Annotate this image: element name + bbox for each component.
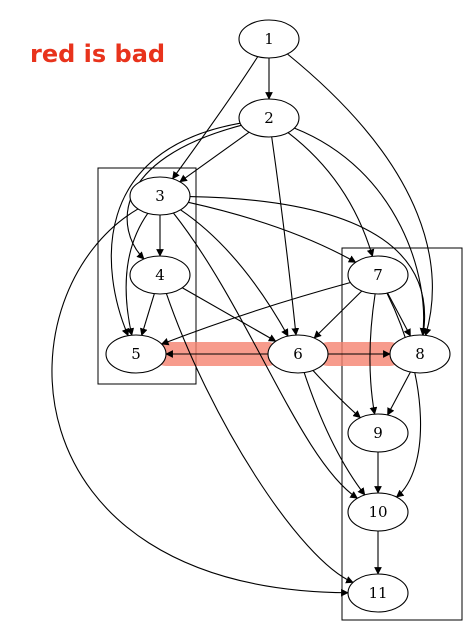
node-3-label: 3 xyxy=(155,187,165,205)
edge-3-5 xyxy=(125,213,149,336)
edge-3-6 xyxy=(180,209,289,337)
edge-3-7 xyxy=(188,201,357,263)
node-8-shape xyxy=(389,334,451,374)
node-11-label: 11 xyxy=(368,584,387,602)
edge-1-8 xyxy=(287,53,433,337)
edge-4-11 xyxy=(165,293,354,584)
node-7: 7 xyxy=(347,255,409,295)
node-2-label: 2 xyxy=(264,109,274,127)
node-4-label: 4 xyxy=(155,266,165,284)
node-8-label: 8 xyxy=(415,345,425,363)
edge-1-3 xyxy=(172,56,259,180)
nodes-layer: 1 2 3 4 5 6 7 8 9 10 11 xyxy=(105,19,451,613)
node-3-shape xyxy=(129,176,191,216)
edges-layer xyxy=(51,53,433,597)
edge-6-10 xyxy=(303,372,366,496)
node-3: 3 xyxy=(129,176,191,216)
node-9-shape xyxy=(347,413,409,453)
edge-7-6 xyxy=(313,290,363,339)
node-4: 4 xyxy=(129,255,191,295)
node-1-shape xyxy=(238,19,300,59)
node-10-label: 10 xyxy=(368,503,387,521)
edge-2-7 xyxy=(287,132,375,258)
edge-6-9 xyxy=(312,370,361,419)
cluster-b xyxy=(341,247,463,621)
node-11-shape xyxy=(347,573,409,613)
node-7-shape xyxy=(347,255,409,295)
edge-3-10 xyxy=(172,212,358,499)
node-2: 2 xyxy=(238,98,300,138)
edge-7-5 xyxy=(160,282,351,346)
node-10-shape xyxy=(347,492,409,532)
edge-8-9 xyxy=(387,371,411,416)
node-6: 6 xyxy=(267,334,329,374)
node-5-shape xyxy=(105,334,167,374)
edge-3-11 xyxy=(51,208,349,597)
edge-4-6 xyxy=(181,287,277,342)
node-11: 11 xyxy=(347,573,409,613)
node-5-label: 5 xyxy=(131,345,141,363)
edge-2-5 xyxy=(110,122,241,337)
node-1-label: 1 xyxy=(264,30,274,48)
node-2-shape xyxy=(238,98,300,138)
edge-2-3 xyxy=(179,131,250,183)
node-9: 9 xyxy=(347,413,409,453)
edge-2-8 xyxy=(294,127,428,336)
cluster-a xyxy=(97,167,197,385)
caption-red-is-bad: red is bad xyxy=(30,40,165,68)
node-9-label: 9 xyxy=(373,424,383,442)
node-6-label: 6 xyxy=(293,345,303,363)
node-10: 10 xyxy=(347,492,409,532)
edge-2-6 xyxy=(271,136,300,336)
node-5: 5 xyxy=(105,334,167,374)
edge-3-8 xyxy=(189,195,428,336)
edge-7-10 xyxy=(386,292,421,498)
node-6-shape xyxy=(267,334,329,374)
edge-7-9 xyxy=(369,293,378,415)
node-7-label: 7 xyxy=(373,266,383,284)
node-8: 8 xyxy=(389,334,451,374)
edge-4-5 xyxy=(139,293,155,337)
edge-7-8 xyxy=(387,292,411,337)
node-1: 1 xyxy=(238,19,300,59)
node-4-shape xyxy=(129,255,191,295)
